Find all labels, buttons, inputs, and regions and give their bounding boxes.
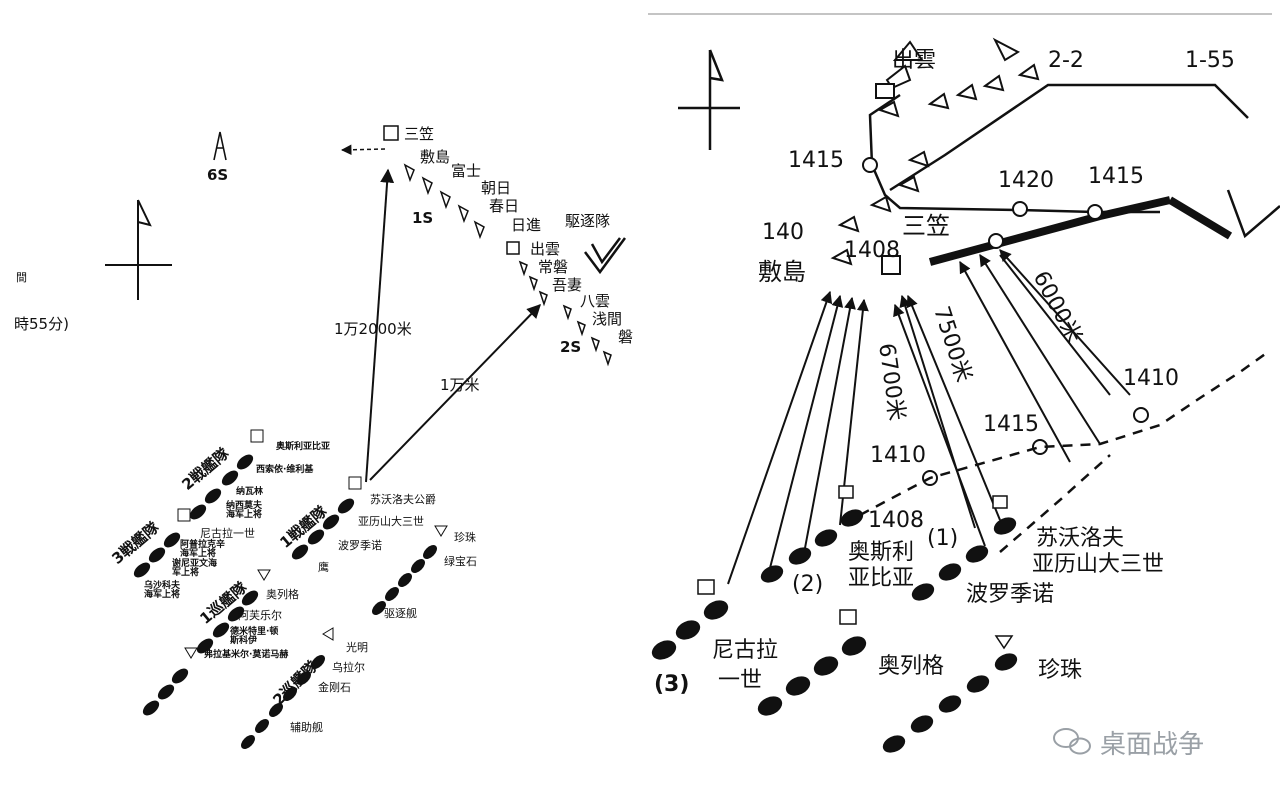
label-fuji: 富士	[451, 162, 482, 180]
label-navarin: 纳瓦林	[236, 487, 264, 497]
label-iwate: 磐	[618, 328, 634, 346]
label-auxiliary: 辅助舰	[290, 721, 323, 734]
label-kasuga: 春日	[489, 197, 520, 215]
north-compass-icon	[105, 199, 172, 300]
label-oslyabya: 奥斯利亚比亚	[276, 442, 331, 452]
label-distance-12000: 1万2000米	[334, 320, 412, 338]
watermark: 桌面战争	[1100, 724, 1204, 761]
label-1s: 1S	[412, 209, 434, 227]
label-apraksin: 阿普拉克辛海军上将	[180, 540, 226, 559]
label-suvorov-right: 苏沃洛夫	[1036, 526, 1125, 551]
russian-dashed-track-2	[999, 454, 1111, 553]
label-izumo: 出雲	[530, 240, 561, 258]
label-distance-10000: 1万米	[440, 376, 480, 394]
firing-range-arrows	[727, 249, 1131, 585]
label-6s: 6S	[207, 166, 229, 184]
north-compass-icon-right	[678, 49, 740, 150]
label-yakumo: 八雲	[580, 292, 611, 310]
label-oslyabya-1: 奥斯利	[848, 540, 915, 565]
label-time-1415-a: 1415	[788, 148, 844, 173]
label-time-1408-b: 1408	[868, 508, 924, 533]
edge-text-top: 間	[16, 271, 27, 284]
left-battle-map: 間 時55分) 6S 三笠 敷島 富士 朝日 春日 日進 1S 駆逐隊 出雲 常…	[14, 125, 634, 749]
label-almaz: 金刚石	[318, 681, 351, 694]
label-asama: 浅間	[592, 310, 623, 328]
label-time-1415-b: 1415	[1088, 164, 1144, 189]
label-mikasa: 三笠	[404, 125, 435, 143]
label-1-55: 1-55	[1185, 48, 1235, 73]
label-time-140: 140	[762, 220, 804, 245]
label-asahi: 朝日	[481, 179, 512, 197]
label-group-3: (3)	[654, 672, 690, 697]
label-suvorov: 苏沃洛夫公爵	[370, 493, 436, 506]
distance-arrow-12000	[365, 168, 395, 483]
label-zhemchug-right: 珍珠	[1038, 658, 1083, 683]
label-time-1410-b: 1410	[870, 443, 926, 468]
label-destroyers-jp: 駆逐隊	[565, 212, 611, 230]
label-time-1410-a: 1410	[1123, 366, 1179, 391]
russian-dashed-track	[859, 350, 1269, 517]
edge-text-time: 時55分)	[14, 315, 69, 333]
label-time-1408-a: 1408	[844, 238, 900, 263]
label-shikishima-right: 敷島	[758, 258, 806, 286]
label-mikasa-right: 三笠	[902, 212, 950, 240]
thick-bar-lines	[928, 196, 1233, 266]
wechat-icon	[1053, 728, 1091, 755]
time-circle-markers	[862, 157, 1149, 486]
label-2s: 2S	[560, 338, 582, 356]
label-nakhimov: 纳西莫夫海军上将	[226, 501, 263, 520]
distance-arrow-10000	[369, 303, 541, 481]
label-alexander-right: 亚历山大三世	[1032, 552, 1165, 577]
label-shikishima: 敷島	[420, 148, 451, 166]
label-alexander: 亚历山大三世	[358, 515, 424, 528]
heading-arrow-mikasa	[340, 144, 386, 156]
label-donskoy: 德米特里·顿斯科伊	[230, 627, 279, 646]
label-senyavin: 谢尼亚文海军上将	[172, 559, 218, 578]
label-svetlana: 光明	[346, 641, 368, 654]
label-zhemchug: 珍珠	[454, 531, 476, 544]
japanese-ships-right	[830, 37, 1040, 275]
label-aurora: 阿芙乐尔	[238, 609, 282, 622]
label-izumo-right: 出雲	[892, 48, 937, 73]
label-group-2: (2)	[792, 572, 824, 597]
destroyer-flotilla-icon	[584, 237, 627, 275]
japanese-column-ships	[383, 125, 612, 367]
range-line-extra	[999, 254, 1111, 396]
label-oryol: 鹰	[318, 561, 329, 574]
label-nikolai: 尼古拉一世	[200, 527, 255, 540]
japanese-track-lines	[868, 83, 1280, 239]
label-time-1415-c: 1415	[983, 412, 1039, 437]
label-sisoy: 西索依·维利基	[256, 465, 314, 475]
label-ushakov: 乌沙科夫海军上将	[144, 581, 181, 600]
label-tokiwa: 常磐	[538, 258, 569, 276]
label-azuma: 吾妻	[552, 276, 583, 294]
label-2-2: 2-2	[1048, 48, 1084, 73]
right-battle-map: 出雲 2-2 1-55 1415 1420 1415 三笠 140 敷島 140…	[640, 0, 1280, 800]
label-monomakh: 弗拉基米尔·莫诺马赫	[204, 650, 289, 660]
left-map-drawing	[105, 125, 627, 749]
russian-ships-right	[651, 485, 1018, 753]
label-nisshin: 日進	[511, 216, 542, 234]
right-map-drawing	[648, 13, 1280, 755]
label-destroyers-ru: 驱逐舰	[384, 607, 417, 620]
watermark-text: 桌面战争	[1100, 730, 1205, 760]
label-group-1: (1)	[927, 526, 959, 551]
label-nikolai-2: 一世	[718, 668, 763, 693]
label-borodino-right: 波罗季诺	[966, 582, 1055, 607]
label-oslyabya-2: 亚比亚	[848, 566, 915, 591]
russian-columns-ships	[133, 429, 448, 749]
label-izumrud: 绿宝石	[444, 555, 477, 568]
label-nikolai-1: 尼古拉	[712, 638, 779, 663]
label-borodino: 波罗季诺	[338, 539, 382, 552]
six-s-arrow-icon	[213, 131, 227, 161]
label-time-1420: 1420	[998, 168, 1054, 193]
label-oleg: 奥列格	[266, 588, 299, 601]
label-oleg-right: 奥列格	[878, 654, 945, 679]
label-ural: 乌拉尔	[332, 661, 365, 674]
